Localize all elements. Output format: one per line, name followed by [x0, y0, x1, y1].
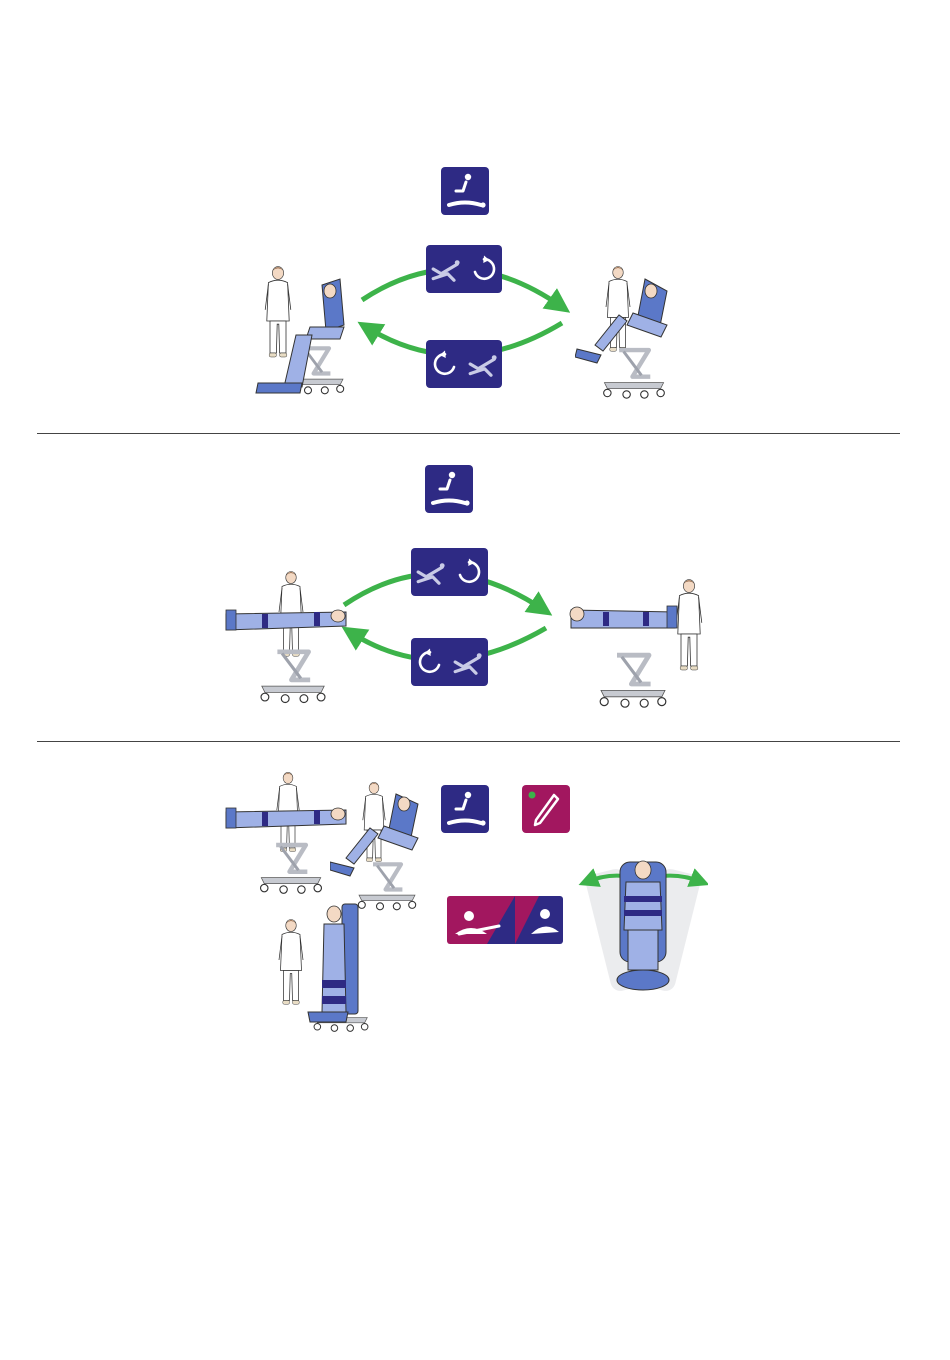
section-divider: [37, 741, 900, 742]
seat-to-lie-mode-button[interactable]: [441, 785, 489, 833]
seat-to-lie-mode-button[interactable]: [441, 167, 489, 215]
recline-backward-button[interactable]: [411, 638, 488, 686]
recline-chair-icon: [430, 253, 462, 285]
counterclockwise-arrow-icon: [430, 349, 460, 379]
seat-to-lie-icon: [441, 167, 489, 215]
rotate-left-button[interactable]: [447, 896, 515, 944]
recline-chair-icon: [452, 646, 484, 678]
chair-front-view-rotation: [578, 852, 708, 997]
patient-reclined: [330, 780, 440, 915]
recline-backward-button[interactable]: [426, 340, 502, 388]
patient-rotate-left-icon: [447, 896, 515, 944]
counterclockwise-arrow-icon: [415, 647, 445, 677]
patient-rotate-button-group: [447, 896, 563, 944]
patient-standing: [272, 900, 382, 1035]
nurse-with-patient-lying-flat-feet-raised: [563, 574, 713, 709]
clockwise-arrow-icon: [454, 557, 484, 587]
nurse-with-patient-reclined-chair: [575, 265, 695, 405]
recline-chair-icon: [467, 348, 499, 380]
recline-forward-button[interactable]: [426, 245, 502, 293]
recline-chair-icon: [415, 556, 447, 588]
nurse-with-patient-lying-flat: [222, 570, 352, 705]
pen-memory-icon: [522, 785, 570, 833]
seat-to-lie-icon: [425, 465, 473, 513]
section-divider: [37, 433, 900, 434]
clockwise-arrow-icon: [469, 254, 499, 284]
rotate-right-button[interactable]: [515, 896, 563, 944]
recline-forward-button[interactable]: [411, 548, 488, 596]
nurse-with-patient-sitting-chair: [250, 265, 360, 405]
seat-to-lie-icon: [441, 785, 489, 833]
patient-rotate-right-icon: [515, 896, 563, 944]
memory-button[interactable]: [522, 785, 570, 833]
seat-to-lie-mode-button[interactable]: [425, 465, 473, 513]
